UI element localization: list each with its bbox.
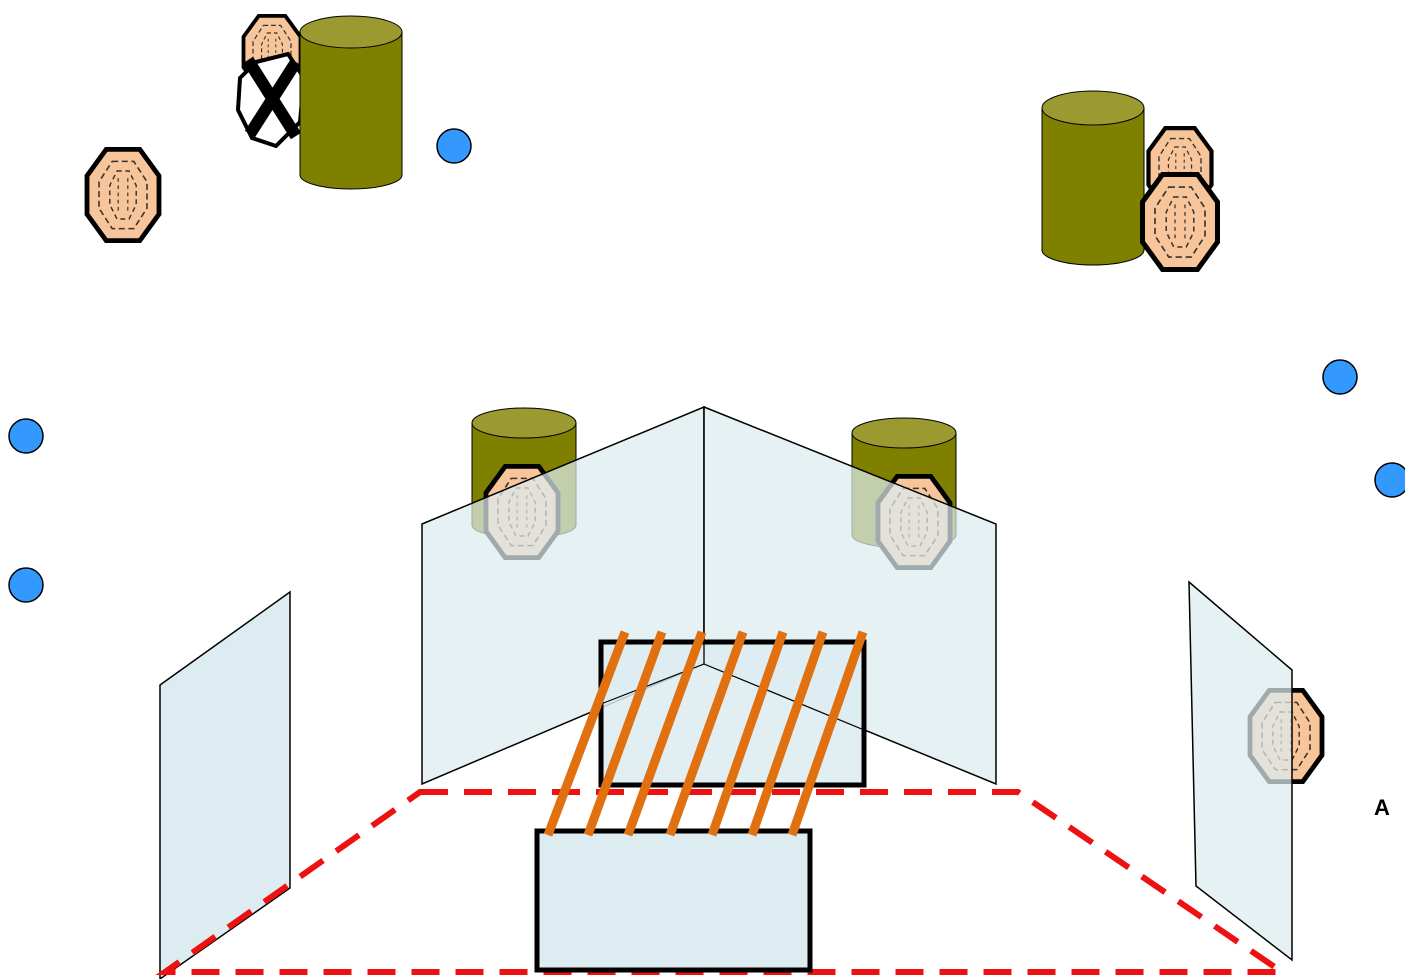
marker-icon xyxy=(436,128,472,164)
barrel-icon xyxy=(299,15,403,190)
marker-icon xyxy=(8,567,44,603)
cover-bar-icon xyxy=(543,630,868,837)
glass-panel-icon xyxy=(1188,580,1293,962)
target-icon xyxy=(87,149,159,240)
cover-box xyxy=(534,828,813,973)
boundary-icon xyxy=(155,789,1292,975)
marker-icon xyxy=(8,418,44,454)
marker-icon xyxy=(1322,359,1358,395)
hit-mark-icon xyxy=(235,51,307,149)
point-label: A xyxy=(1374,795,1390,820)
marker-icon xyxy=(1374,462,1405,498)
barrel-icon xyxy=(1041,90,1145,266)
target-icon xyxy=(1143,175,1218,270)
glass-panel-icon xyxy=(159,590,291,979)
